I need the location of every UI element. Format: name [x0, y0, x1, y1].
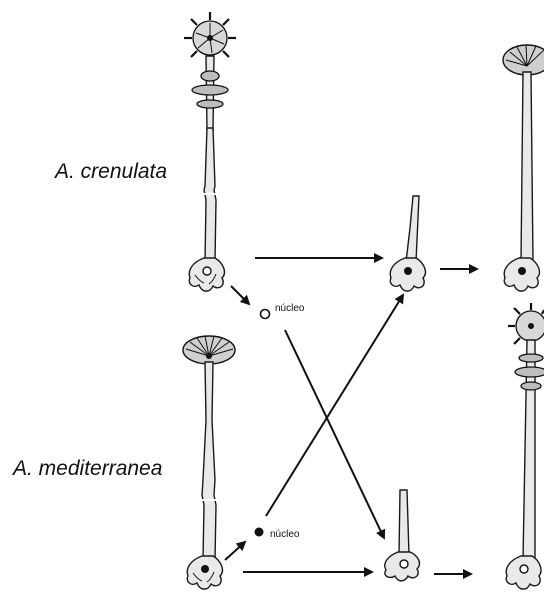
crenulata-full-cell: [184, 12, 236, 291]
nucleus-label-top: núcleo: [275, 303, 305, 314]
mediterranea-cap: [183, 336, 235, 364]
mediterranea-nucleus-in-rhizoid: [201, 565, 209, 573]
nucleus-crenulata-isolated: [261, 310, 270, 319]
nucleus-mediterranea-isolated: [255, 528, 264, 537]
crenulata-whorls: [192, 71, 228, 108]
graft-top-nucleus: [404, 267, 412, 275]
species-label-crenulata: A. crenulata: [53, 160, 167, 183]
graft-bottom-crenulata-nucleus: [385, 490, 420, 581]
species-label-mediterranea: A. mediterranea: [11, 457, 162, 480]
arrow-mediterranea-nucleus-to-top-graft: [266, 295, 403, 516]
result-bottom-flower-cap-cell: [506, 303, 544, 589]
result-top-umbrella-cap-cell: [503, 45, 544, 291]
arrow-mediterranea-nucleus-out: [225, 542, 245, 560]
arrow-crenulata-nucleus-to-bottom-graft: [285, 330, 384, 538]
arrow-crenulata-nucleus-out: [231, 286, 249, 304]
nucleus-label-bottom: núcleo: [270, 529, 300, 540]
graft-bottom-nucleus: [400, 560, 408, 568]
mediterranea-full-cell: [183, 336, 235, 589]
crenulata-nucleus-in-rhizoid: [203, 267, 211, 275]
graft-top-mediterranea-nucleus: [390, 196, 425, 291]
